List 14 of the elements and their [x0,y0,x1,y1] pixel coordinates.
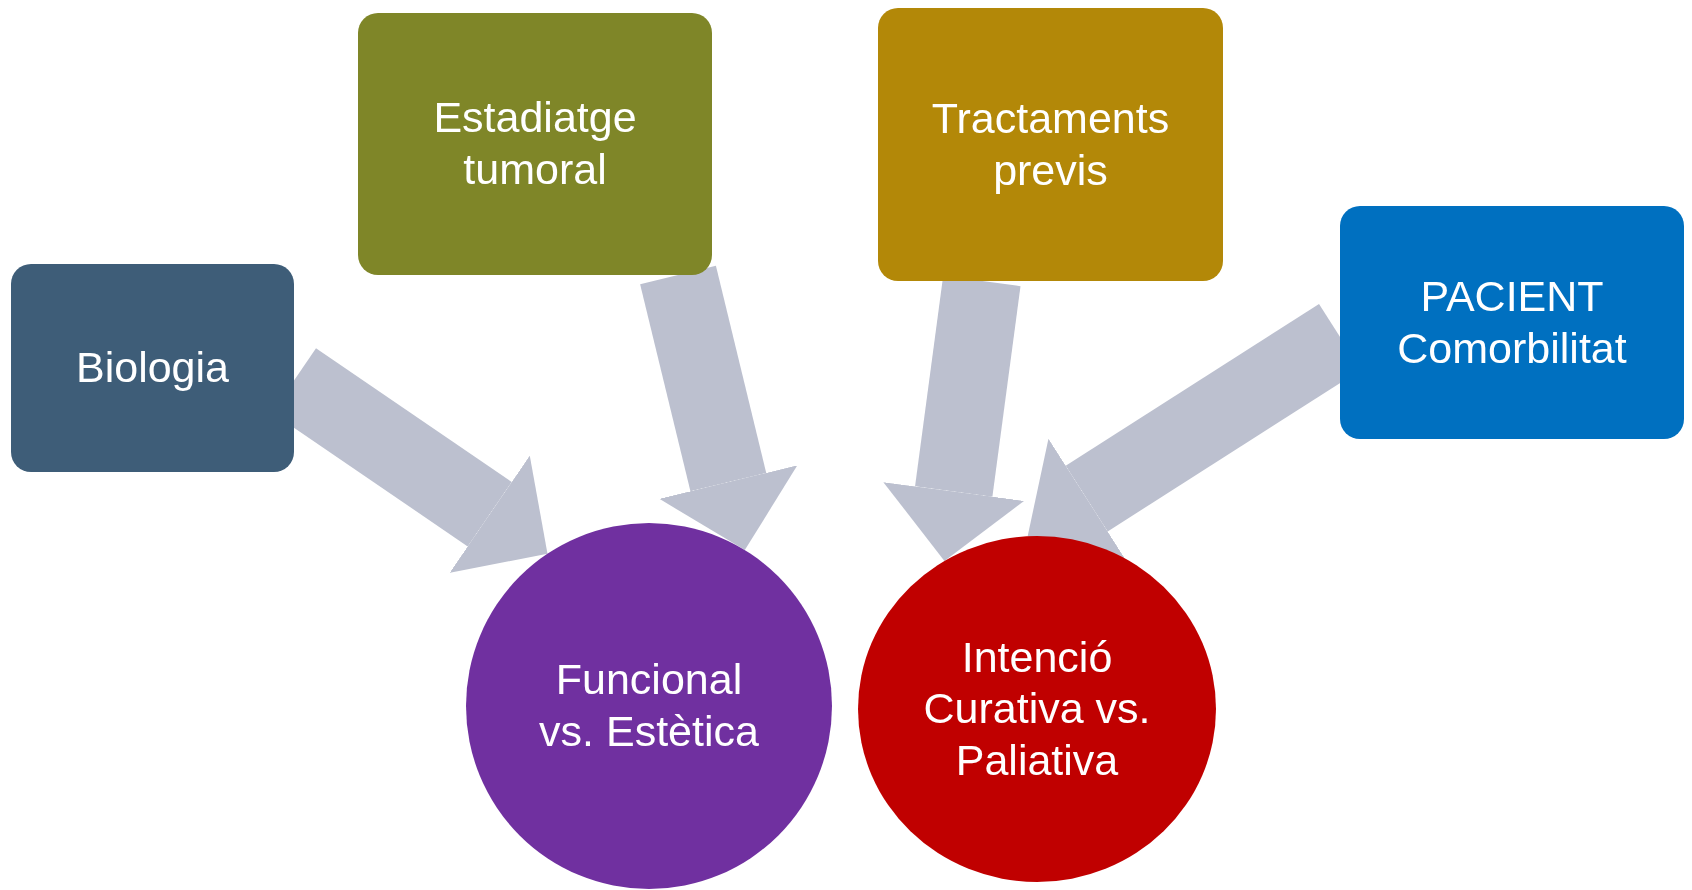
rounded-box [1340,206,1684,439]
rounded-box [11,264,294,472]
node-label: Biologia [75,342,230,394]
block-arrow [640,265,798,551]
rounded-box [358,13,712,275]
node-label: Intenció Curativa vs. Paliativa [922,631,1152,786]
node-label: Comorbilitat [1396,322,1628,374]
node-label: Tractaments previs [930,92,1171,196]
node-label: Funcional vs. Estètica [538,654,760,757]
circle-node [466,523,832,889]
node-label: Estadiatge tumoral [432,92,638,195]
circle-node [858,536,1216,882]
rounded-box [878,8,1223,281]
node-label: PACIENT [1419,270,1605,322]
